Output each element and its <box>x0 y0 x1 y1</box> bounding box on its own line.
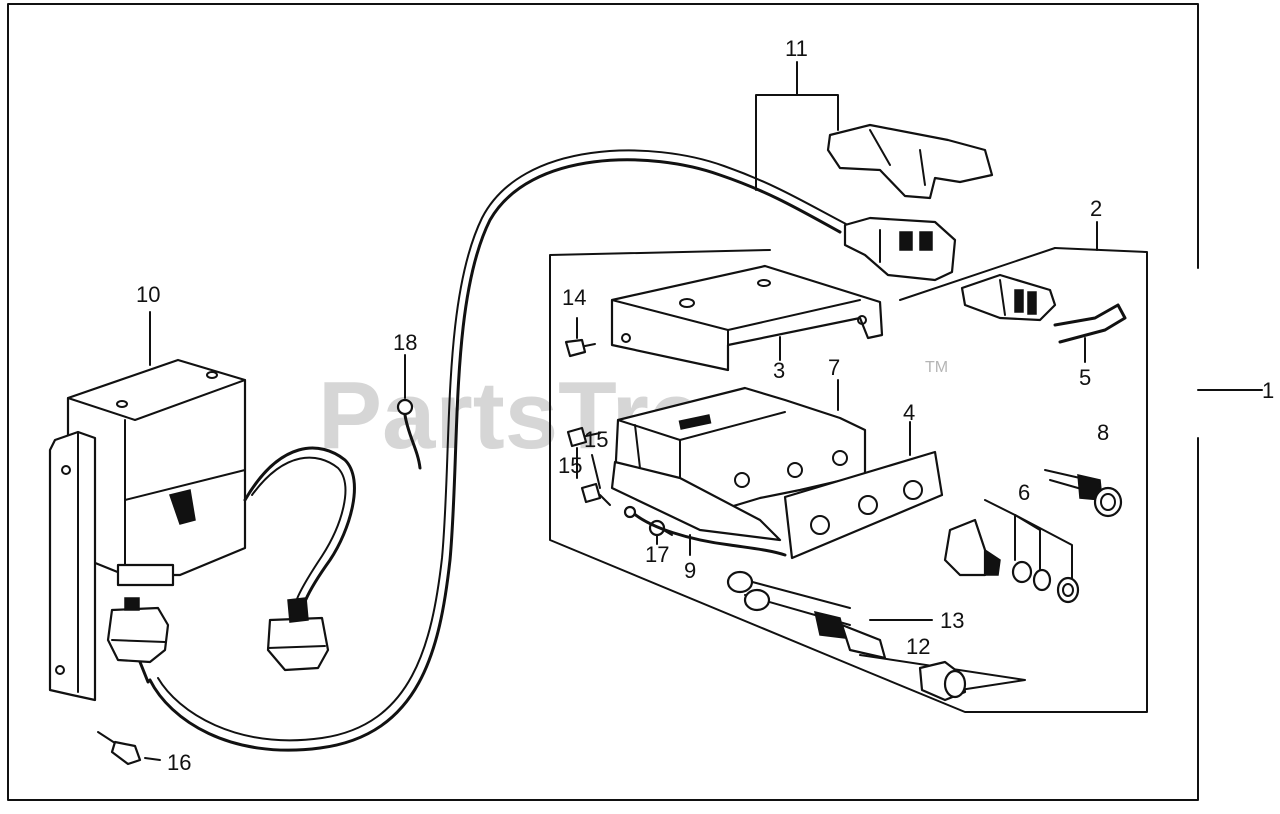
part-13-wire-lamp <box>726 570 933 660</box>
part-10-control-box <box>48 358 247 702</box>
callout-5: 5 <box>1079 365 1091 390</box>
callout-4: 4 <box>903 400 915 425</box>
part-16-screw <box>97 731 161 766</box>
callout-15-lower: 15 <box>558 453 582 478</box>
part-9-ground-wire <box>623 505 787 557</box>
callout-18: 18 <box>393 330 417 355</box>
part-7-frame <box>610 379 867 542</box>
part-8-pilot-lamp <box>1044 469 1123 518</box>
part-15-screw-upper <box>566 426 601 479</box>
watermark-trademark: TM <box>925 359 948 376</box>
callout-2: 2 <box>1090 196 1102 221</box>
subassembly-frame <box>549 247 1148 713</box>
main-cable <box>148 158 842 752</box>
part-3-cover-plate <box>610 264 884 372</box>
outer-frame <box>7 3 1263 801</box>
callout-13: 13 <box>940 608 964 633</box>
callout-8: 8 <box>1097 420 1109 445</box>
part-14-screw <box>564 317 596 358</box>
part-6-toggle-switch <box>943 499 1080 604</box>
part-18-clip <box>396 354 422 470</box>
part-15-screw-lower <box>580 482 611 506</box>
part-4-front-plate <box>783 421 944 560</box>
callout-11: 11 <box>785 36 808 61</box>
part-11-connectors <box>755 61 994 282</box>
part-2-switch <box>960 221 1127 363</box>
callout-14: 14 <box>562 285 586 310</box>
callout-15-upper: 15 <box>584 427 608 452</box>
callout-1: 1 <box>1262 378 1274 403</box>
callout-7: 7 <box>828 355 840 380</box>
callout-17: 17 <box>645 542 669 567</box>
callout-6: 6 <box>1018 480 1030 505</box>
callout-9: 9 <box>684 558 696 583</box>
callout-3: 3 <box>773 358 785 383</box>
callout-labels: 1 2 3 4 5 6 7 8 9 10 11 12 13 14 15 15 1… <box>136 36 1274 775</box>
callout-12: 12 <box>906 634 930 659</box>
callout-16: 16 <box>167 750 191 775</box>
part-10-harness <box>243 446 356 672</box>
main-cable-inner <box>157 149 847 742</box>
callout-10: 10 <box>136 282 160 307</box>
part-12-plug <box>859 654 1026 702</box>
leader-lines <box>149 311 673 536</box>
